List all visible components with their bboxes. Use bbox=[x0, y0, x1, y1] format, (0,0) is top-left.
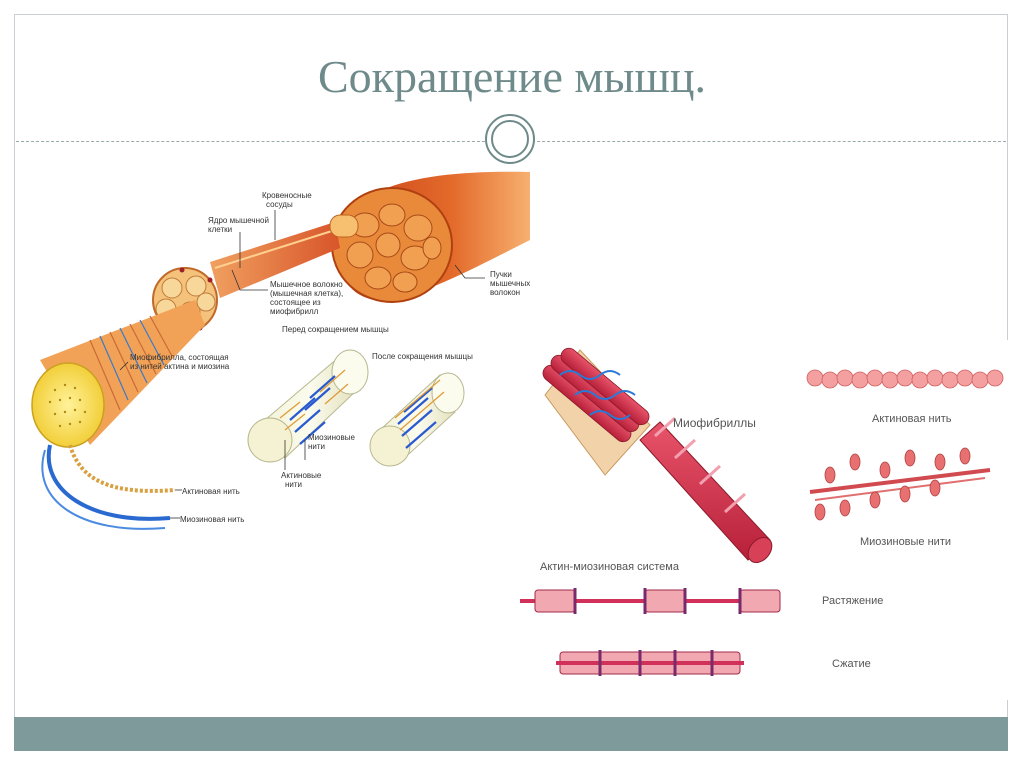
label-myofibrils: Миофибриллы bbox=[673, 416, 756, 430]
label-after-contraction: После сокращения мышцы bbox=[372, 352, 473, 361]
slide-title: Сокращение мышц. bbox=[318, 51, 706, 102]
label-myosin-filaments-right: Миозиновые нити bbox=[860, 536, 951, 548]
muscle-bundle-illustration bbox=[31, 171, 530, 530]
label-actomyosin-system: Актин-миозиновая система bbox=[540, 561, 680, 573]
label-myosin-thread: Миозиновая нить bbox=[180, 515, 244, 524]
myosin-filaments-illustration bbox=[809, 447, 991, 521]
actin-filament-illustration bbox=[806, 369, 1004, 389]
footer-bar bbox=[14, 717, 1008, 751]
circle-ornament-icon bbox=[485, 114, 535, 164]
label-before-contraction: Перед сокращением мышцы bbox=[282, 325, 389, 334]
contracted-sarcomere-illustration bbox=[556, 650, 744, 676]
label-stretching: Растяжение bbox=[822, 595, 883, 607]
leader-lines bbox=[119, 210, 485, 519]
label-muscle-fiber: Мышечное волокно(мышечная клетка),состоя… bbox=[270, 280, 343, 316]
stretched-sarcomere-illustration bbox=[520, 588, 781, 614]
label-contraction: Сжатие bbox=[832, 658, 871, 670]
label-actin-thread: Актиновая нить bbox=[182, 487, 240, 496]
sarcomere-after-illustration bbox=[369, 372, 465, 467]
sarcomere-before-illustration bbox=[247, 349, 369, 463]
label-actin-filament: Актиновая нить bbox=[872, 413, 952, 425]
myofibril-bundle-illustration bbox=[542, 347, 773, 564]
